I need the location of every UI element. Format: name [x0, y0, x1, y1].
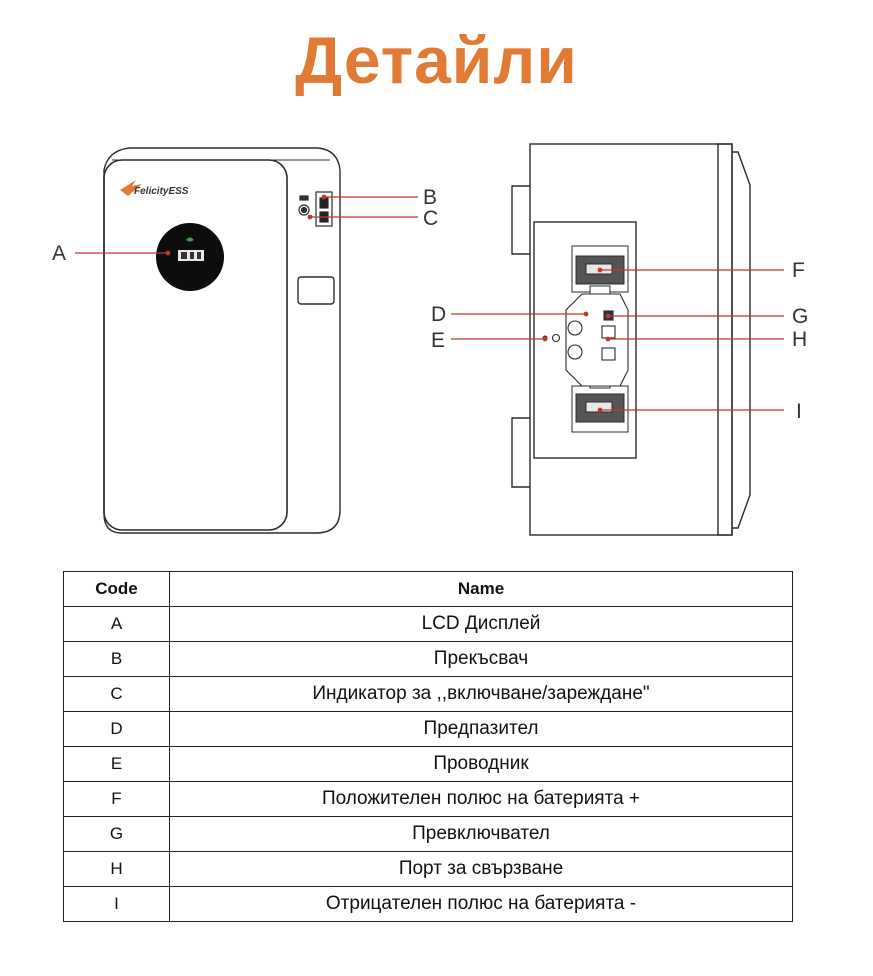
row-code: C — [63, 676, 170, 712]
row-code: A — [63, 606, 170, 642]
row-code: H — [63, 851, 170, 887]
felicity-logo: FelicityESS — [120, 180, 189, 197]
callout-B: B — [423, 186, 438, 209]
header-name: Name — [169, 571, 793, 607]
row-code: E — [63, 746, 170, 782]
control-panel — [542, 293, 629, 387]
front-view — [103, 147, 341, 534]
leader-lines — [75, 194, 784, 413]
callout-D: D — [431, 303, 447, 326]
row-name: LCD Дисплей — [169, 606, 793, 642]
row-name: Порт за свързване — [169, 851, 793, 887]
row-name: Проводник — [169, 746, 793, 782]
row-name: Положителен полюс на батерията + — [169, 781, 793, 817]
row-code: F — [63, 781, 170, 817]
callout-F: F — [792, 259, 805, 282]
callout-E: E — [431, 329, 446, 352]
row-name: Предпазител — [169, 711, 793, 747]
callout-I: I — [796, 400, 802, 423]
negative-terminal — [571, 379, 629, 433]
row-name: Отрицателен полюс на батерията - — [169, 886, 793, 922]
row-code: B — [63, 641, 170, 677]
callout-H: H — [792, 328, 808, 351]
row-code: I — [63, 886, 170, 922]
callout-G: G — [792, 305, 809, 328]
lcd-display — [156, 223, 224, 291]
row-code: D — [63, 711, 170, 747]
table-header-row: Code Name — [63, 571, 793, 607]
row-code: G — [63, 816, 170, 852]
row-name: Прекъсвач — [169, 641, 793, 677]
product-diagram: FelicityESS — [75, 143, 784, 536]
row-name: Индикатор за ,,включване/зареждане" — [169, 676, 793, 712]
row-name: Превключвател — [169, 816, 793, 852]
callout-C: C — [423, 207, 439, 230]
brand-text: FelicityESS — [134, 186, 189, 197]
callout-A: A — [52, 242, 67, 265]
page-title: Детайли — [295, 23, 578, 97]
header-code: Code — [63, 571, 170, 607]
